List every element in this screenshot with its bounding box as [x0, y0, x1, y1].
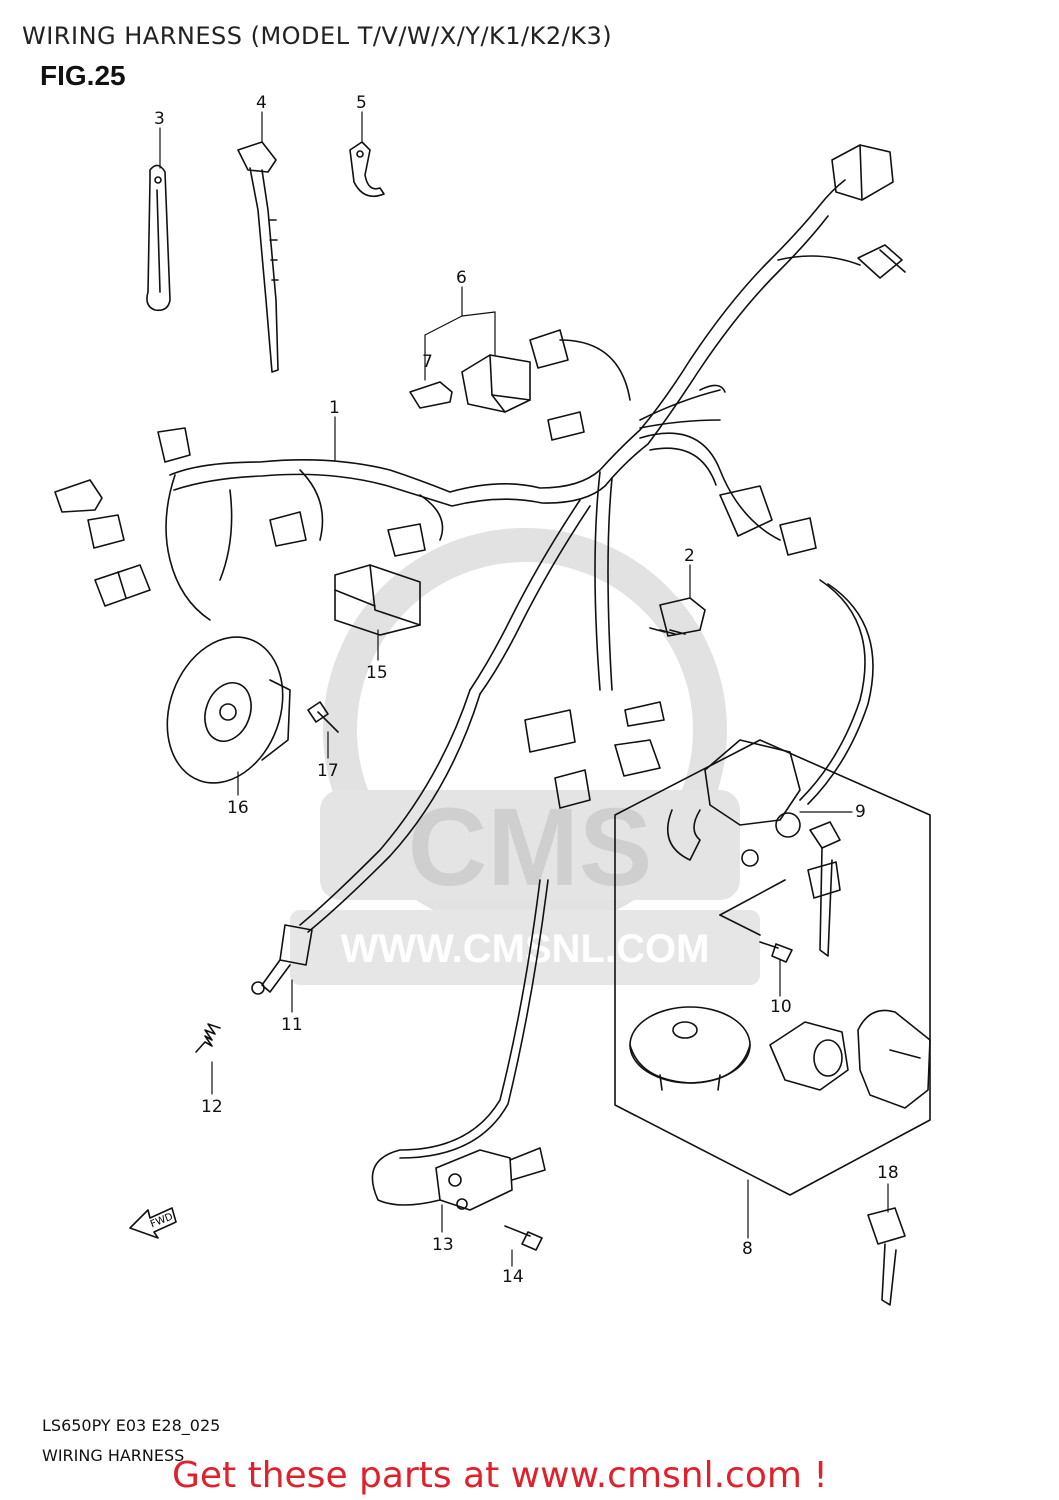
spring-12: [195, 1023, 221, 1053]
callouts: 3 4 5 6 7 1 2 15 17 16 9 10 11 12 18 13 …: [154, 93, 899, 1287]
promo-link[interactable]: Get these parts at www.cmsnl.com !: [172, 1455, 828, 1496]
callout-17: 17: [317, 761, 339, 781]
connector-top-right: [831, 144, 894, 201]
connector-mid-1: [269, 511, 307, 547]
drawing-subtitle: WIRING HARNESS: [42, 1446, 185, 1465]
callout-8: 8: [742, 1239, 753, 1259]
connector-left-1: [54, 479, 103, 513]
watermark-url: WWW.CMSNL.COM: [341, 927, 710, 971]
callout-14: 14: [502, 1267, 524, 1287]
callout-18: 18: [877, 1163, 899, 1183]
horn-16: [166, 636, 291, 784]
cable-tie-4: [237, 141, 279, 373]
connector-right-mid: [719, 485, 817, 556]
callout-7: 7: [422, 352, 433, 372]
callout-10: 10: [770, 997, 792, 1017]
ignition-lock-set-8: [614, 739, 931, 1196]
connector-mid-2: [387, 523, 426, 557]
drawing-code: LS650PY E03 E28_025: [42, 1416, 221, 1435]
wire-clamp-5: [349, 141, 385, 198]
callout-11: 11: [281, 1015, 303, 1035]
main-wiring-harness-1: [165, 179, 874, 1206]
fuse-7: [409, 381, 453, 409]
connector-upper-mid: [529, 329, 585, 441]
callout-4: 4: [256, 93, 267, 113]
callout-9: 9: [855, 802, 866, 822]
connector-left-2: [87, 514, 125, 549]
connector-lower-3: [554, 769, 591, 809]
relay-block-15: [334, 564, 421, 636]
diode-2: [649, 597, 706, 637]
leader-lines: [159, 111, 889, 1267]
watermark-brand: CMS: [408, 786, 652, 909]
callout-2: 2: [684, 546, 695, 566]
page-title: WIRING HARNESS (MODEL T/V/W/X/Y/K1/K2/K3…: [22, 22, 613, 50]
forward-arrow-icon: [129, 1207, 177, 1239]
callout-5: 5: [356, 93, 367, 113]
screw-14: [504, 1225, 543, 1251]
connector-lower-1: [524, 709, 576, 753]
relay-6: [461, 354, 531, 413]
bolt-17: [307, 701, 339, 733]
callout-16: 16: [227, 798, 249, 818]
figure-number: FIG.25: [40, 60, 126, 91]
callout-6: 6: [456, 268, 467, 288]
rear-brake-switch-11: [251, 924, 313, 995]
connector-right-spade: [857, 244, 906, 279]
connector-left-3: [94, 564, 151, 607]
callout-12: 12: [201, 1097, 223, 1117]
connector-top-left: [157, 427, 191, 463]
screw-10: [759, 941, 793, 963]
callout-15: 15: [366, 663, 388, 683]
connector-lower-2: [614, 701, 665, 777]
cable-strap-3: [146, 164, 171, 312]
watermark: CMS WWW.CMSNL.COM: [290, 528, 760, 985]
callout-3: 3: [154, 109, 165, 129]
switch-13: [435, 1147, 546, 1211]
callout-13: 13: [432, 1235, 454, 1255]
key-18: [867, 1207, 906, 1306]
callout-1: 1: [329, 398, 340, 418]
